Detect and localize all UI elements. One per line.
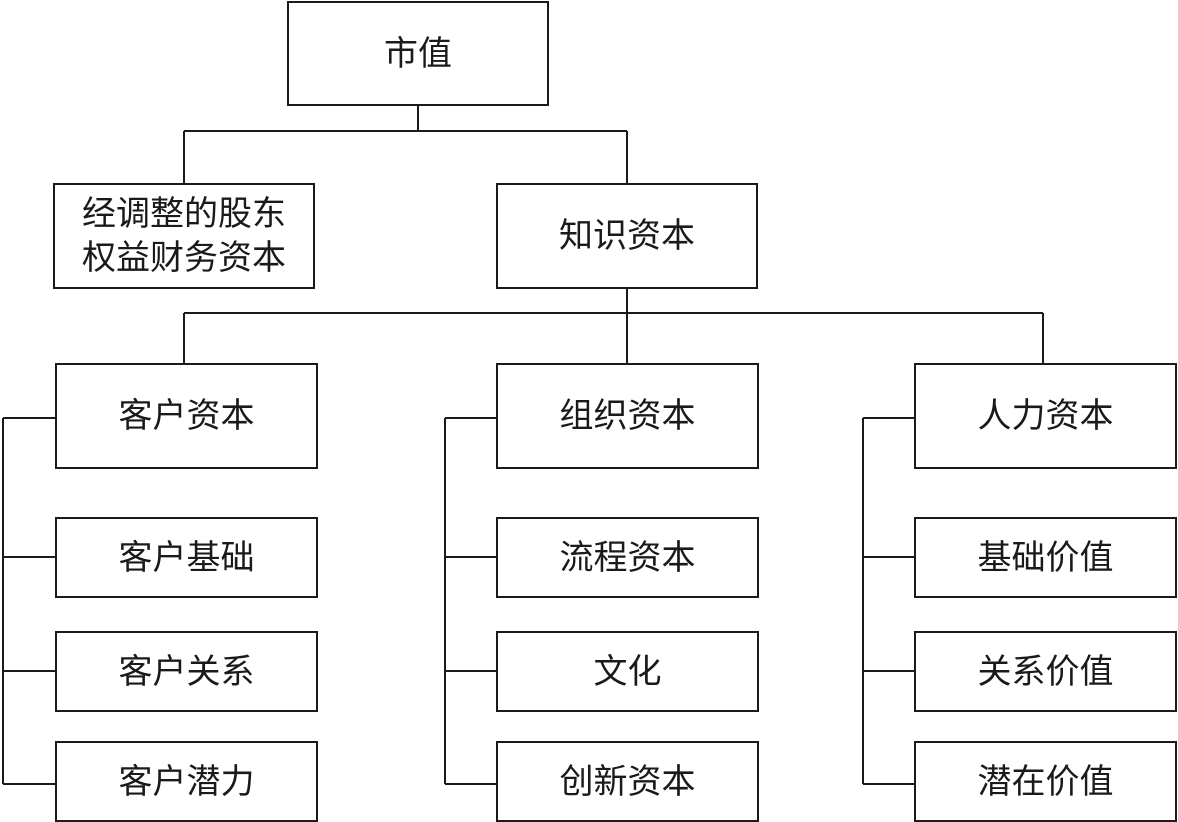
root-node: 市值 [287, 1, 549, 106]
process-capital-node: 流程资本 [496, 517, 759, 598]
relationship-value-label: 关系价值 [977, 651, 1114, 692]
culture-label: 文化 [593, 651, 662, 692]
base-value-label: 基础价值 [977, 537, 1114, 578]
intellectual-capital-node: 知识资本 [496, 183, 758, 289]
human-capital-label: 人力资本 [977, 396, 1114, 436]
intellectual-capital-label: 知识资本 [559, 216, 695, 256]
process-capital-label: 流程资本 [559, 537, 696, 578]
culture-node: 文化 [496, 631, 759, 712]
innovation-capital-label: 创新资本 [559, 761, 696, 802]
root-label: 市值 [384, 33, 452, 74]
innovation-capital-node: 创新资本 [496, 741, 759, 822]
potential-value-node: 潜在价值 [914, 741, 1177, 822]
relationship-value-node: 关系价值 [914, 631, 1177, 712]
potential-value-label: 潜在价值 [977, 761, 1114, 802]
customer-capital-label: 客户资本 [118, 396, 255, 436]
customer-base-node: 客户基础 [55, 517, 318, 598]
customer-capital-node: 客户资本 [55, 363, 318, 469]
organizational-capital-node: 组织资本 [496, 363, 759, 469]
financial-capital-label: 经调整的股东 权益财务资本 [82, 194, 286, 278]
base-value-node: 基础价值 [914, 517, 1177, 598]
customer-potential-node: 客户潜力 [55, 741, 318, 822]
financial-capital-node: 经调整的股东 权益财务资本 [53, 183, 315, 289]
organizational-capital-label: 组织资本 [559, 396, 696, 436]
customer-relationship-node: 客户关系 [55, 631, 318, 712]
customer-relationship-label: 客户关系 [118, 651, 255, 692]
human-capital-node: 人力资本 [914, 363, 1177, 469]
customer-potential-label: 客户潜力 [118, 761, 255, 802]
customer-base-label: 客户基础 [118, 537, 255, 578]
